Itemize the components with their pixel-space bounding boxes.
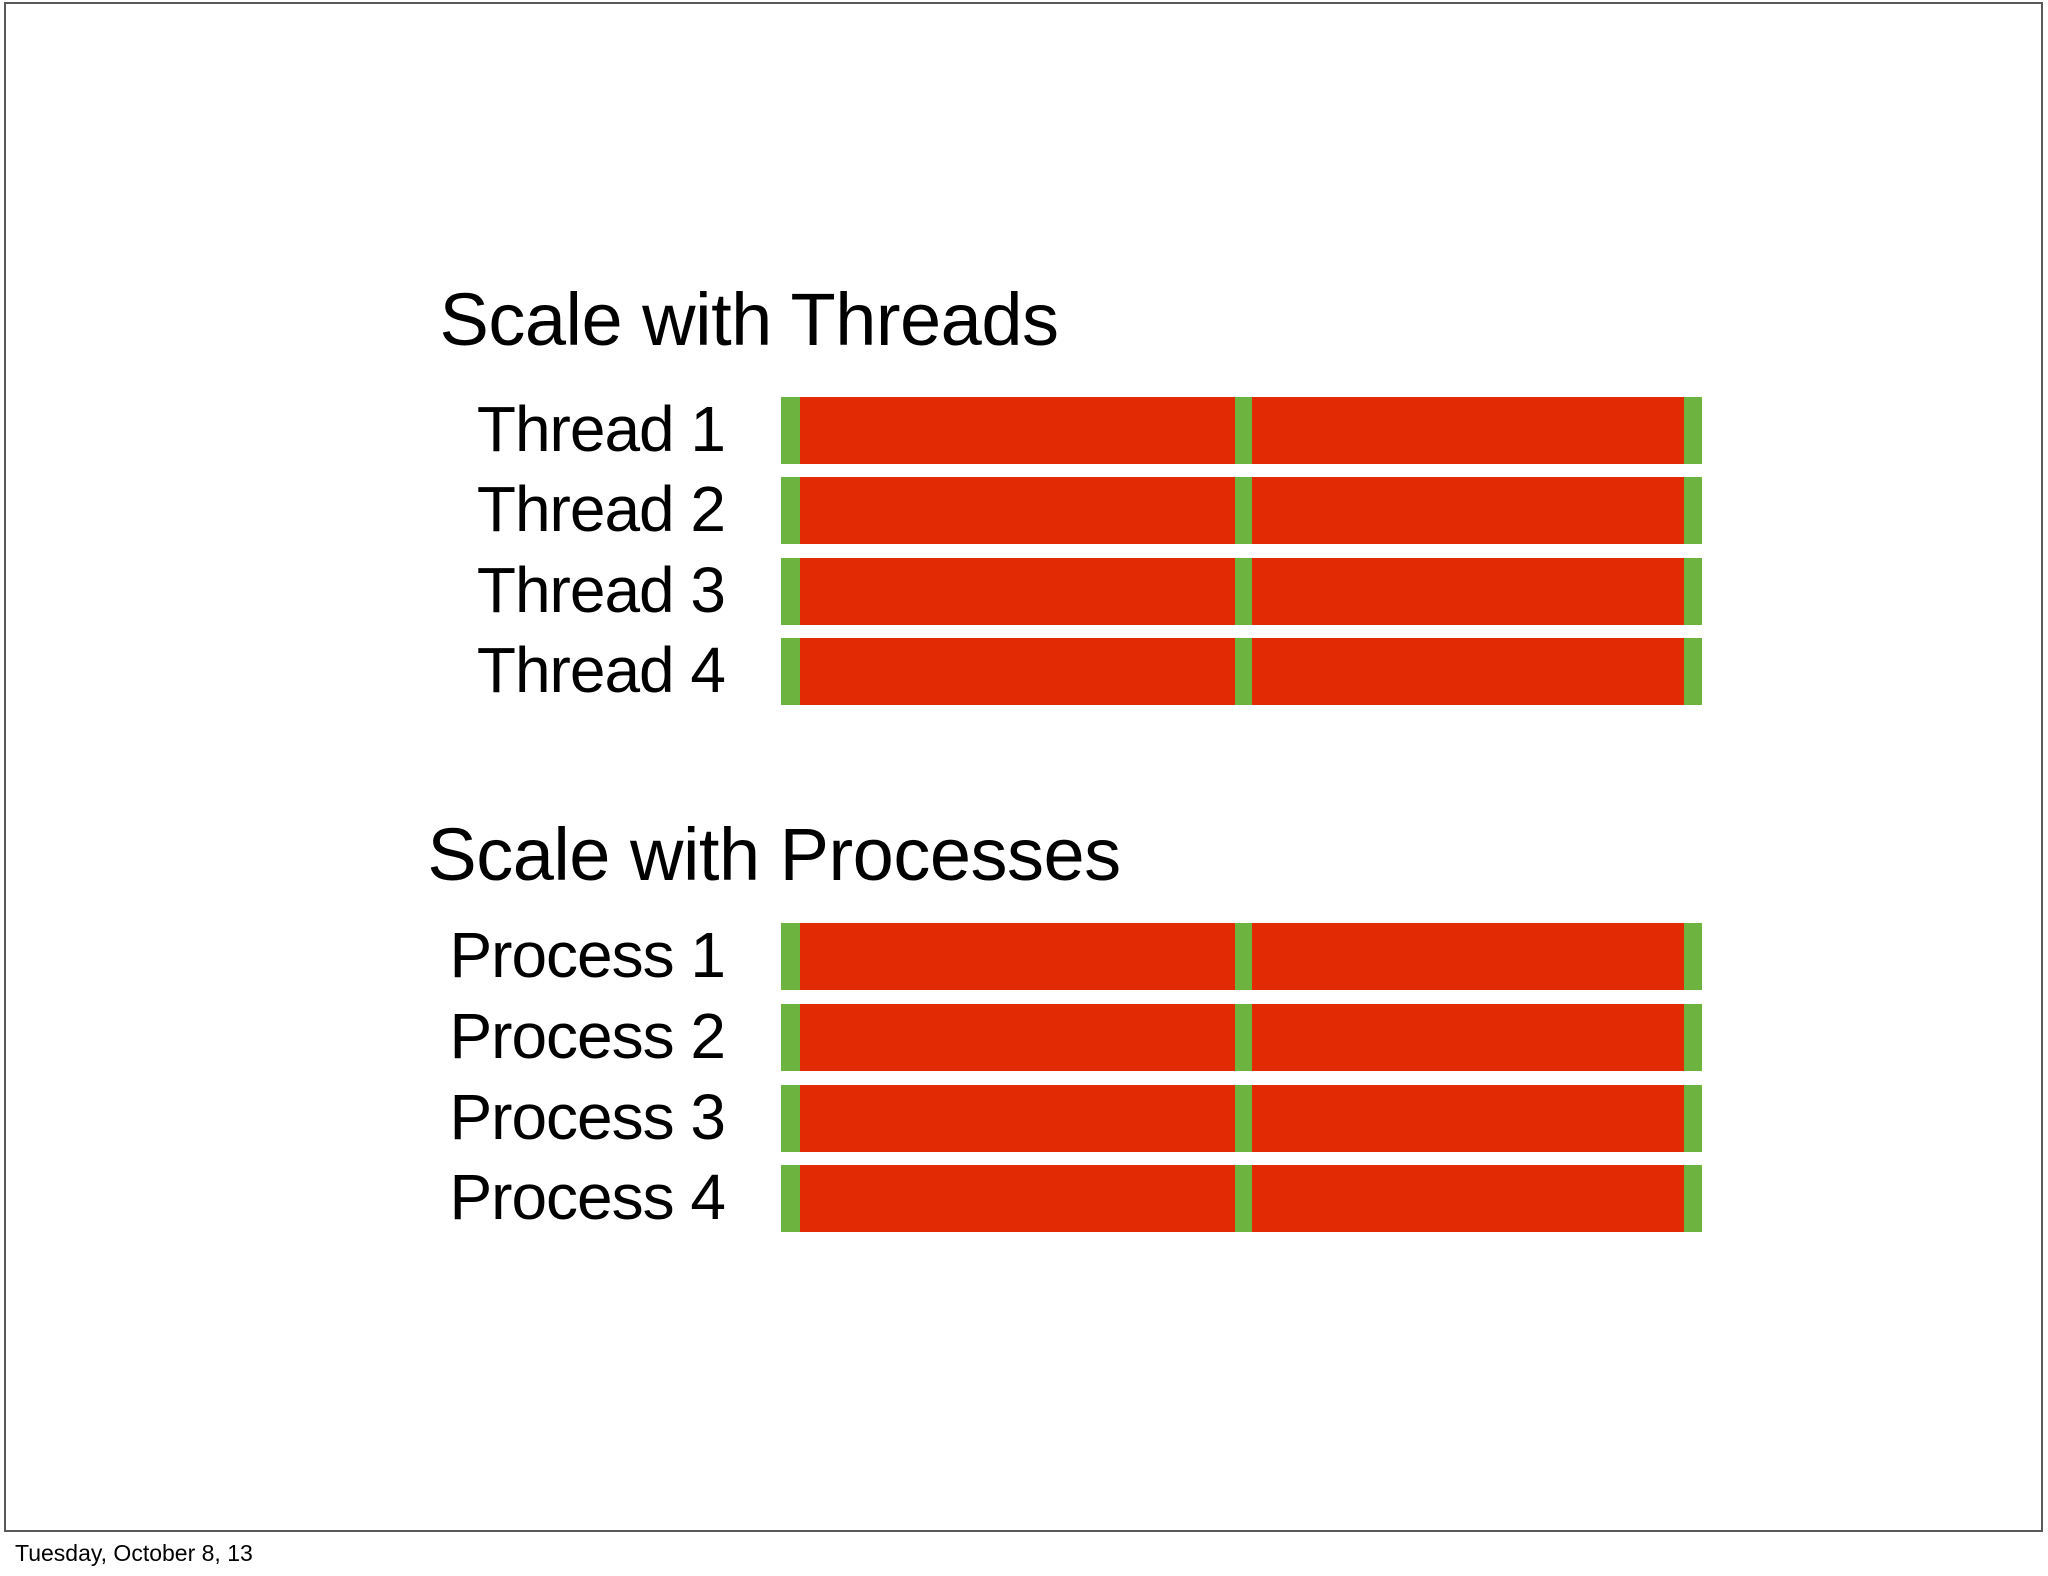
process-row-2-bar <box>781 1004 1702 1071</box>
work-segment <box>1252 638 1684 705</box>
process-row-1-label: Process 1 <box>449 919 726 991</box>
process-row-3-bar <box>781 1085 1702 1152</box>
thread-row-3-bar <box>781 558 1702 625</box>
process-row-4-bar <box>781 1165 1702 1232</box>
work-segment <box>1252 923 1684 990</box>
work-segment <box>1252 397 1684 464</box>
work-segment <box>1252 558 1684 625</box>
process-row-4: Process 4 <box>0 1161 2048 1233</box>
work-segment <box>1252 477 1684 544</box>
process-row-4-label: Process 4 <box>449 1161 726 1233</box>
slide-frame <box>4 2 2043 1532</box>
thread-row-4: Thread 4 <box>0 634 2048 706</box>
thread-row-4-label: Thread 4 <box>476 634 726 706</box>
work-segment <box>1252 1165 1684 1232</box>
work-segment <box>1252 1085 1684 1152</box>
process-row-1-bar <box>781 923 1702 990</box>
thread-row-2-label: Thread 2 <box>476 473 726 545</box>
thread-row-2-bar <box>781 477 1702 544</box>
thread-row-4-bar <box>781 638 1702 705</box>
thread-row-3: Thread 3 <box>0 554 2048 626</box>
work-segment <box>1252 1004 1684 1071</box>
section-title-processes: Scale with Processes <box>427 813 1121 896</box>
footer-date: Tuesday, October 8, 13 <box>15 1540 253 1566</box>
work-segment <box>800 1085 1235 1152</box>
process-row-2: Process 2 <box>0 1000 2048 1072</box>
process-row-1: Process 1 <box>0 919 2048 991</box>
section-title-threads: Scale with Threads <box>439 278 1059 361</box>
thread-row-2: Thread 2 <box>0 473 2048 545</box>
work-segment <box>800 923 1235 990</box>
process-row-3: Process 3 <box>0 1081 2048 1153</box>
work-segment <box>800 1165 1235 1232</box>
work-segment <box>800 1004 1235 1071</box>
thread-row-1-label: Thread 1 <box>476 393 726 465</box>
thread-row-1-bar <box>781 397 1702 464</box>
thread-row-1: Thread 1 <box>0 393 2048 465</box>
work-segment <box>800 477 1235 544</box>
work-segment <box>800 397 1235 464</box>
thread-row-3-label: Thread 3 <box>476 554 726 626</box>
process-row-3-label: Process 3 <box>449 1081 726 1153</box>
process-row-2-label: Process 2 <box>449 1000 726 1072</box>
work-segment <box>800 558 1235 625</box>
work-segment <box>800 638 1235 705</box>
